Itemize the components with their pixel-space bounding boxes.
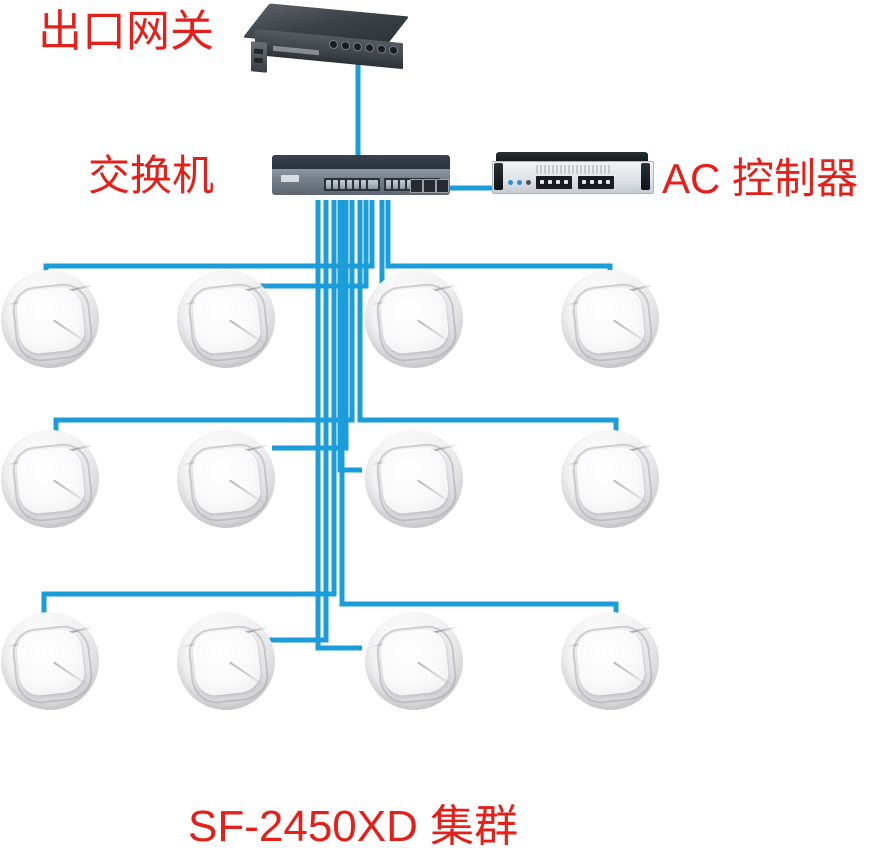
- switch-sfp-port: [410, 179, 423, 193]
- access-point[interactable]: [177, 612, 275, 710]
- ac-drive-bay: [578, 176, 614, 189]
- ap-dome-ring: [374, 622, 458, 706]
- cable-ap-11: [315, 200, 362, 651]
- ac-drive-bay: [536, 176, 572, 189]
- ap-dome-ring: [374, 440, 458, 524]
- gateway-port: [329, 39, 338, 50]
- gateway-port: [377, 44, 386, 55]
- access-point[interactable]: [365, 612, 463, 710]
- ap-dome-ring: [10, 622, 94, 706]
- access-point[interactable]: [1, 270, 99, 368]
- gateway-device[interactable]: [242, 3, 415, 86]
- access-point[interactable]: [1, 430, 99, 528]
- ac-vent-grille: [536, 165, 610, 174]
- cable-ap-6: [272, 200, 349, 451]
- gateway-port: [353, 41, 362, 52]
- access-point[interactable]: [365, 270, 463, 368]
- ap-dome-ring: [186, 440, 270, 524]
- access-point[interactable]: [561, 430, 659, 528]
- access-point[interactable]: [1, 612, 99, 710]
- ap-dome-ring: [570, 622, 654, 706]
- access-point[interactable]: [177, 430, 275, 528]
- ap-dome-ring: [10, 440, 94, 524]
- switch-port-bank-left: [324, 178, 380, 191]
- ap-dome-ring: [186, 280, 270, 364]
- ac-rack-handle: [641, 163, 650, 190]
- ac-chassis-top: [496, 152, 648, 163]
- access-point[interactable]: [561, 270, 659, 368]
- gateway-rack-ear: [251, 41, 267, 73]
- cluster-caption: SF-2450XD 集群: [188, 802, 519, 851]
- cable-ap-10: [258, 200, 329, 643]
- switch-device[interactable]: [272, 155, 450, 205]
- ac-status-led: [526, 180, 531, 185]
- ap-dome-ring: [570, 280, 654, 364]
- cable-ap-9: [41, 200, 337, 622]
- ap-dome-ring: [10, 280, 94, 364]
- access-point[interactable]: [561, 612, 659, 710]
- ac-rack-handle: [494, 163, 503, 190]
- gateway-port: [365, 43, 374, 53]
- switch-brand-logo: [281, 175, 299, 182]
- ac-status-led: [517, 180, 522, 185]
- access-point[interactable]: [177, 270, 275, 368]
- ap-dome-ring: [374, 280, 458, 364]
- ap-dome-ring: [186, 622, 270, 706]
- cable-ap-2: [222, 200, 369, 289]
- ac-status-led: [508, 180, 513, 185]
- gateway-port: [341, 40, 350, 51]
- switch-label: 交换机: [88, 152, 215, 199]
- ac-controller-device[interactable]: [492, 152, 654, 200]
- ap-dome-ring: [570, 440, 654, 524]
- ac-controller-label: AC 控制器: [662, 155, 859, 202]
- gateway-port: [389, 45, 398, 56]
- switch-chassis-top: [272, 155, 450, 171]
- switch-sfp-port: [423, 179, 436, 193]
- switch-sfp-port: [436, 179, 449, 193]
- access-point[interactable]: [365, 430, 463, 528]
- gateway-label: 出口网关: [38, 7, 214, 56]
